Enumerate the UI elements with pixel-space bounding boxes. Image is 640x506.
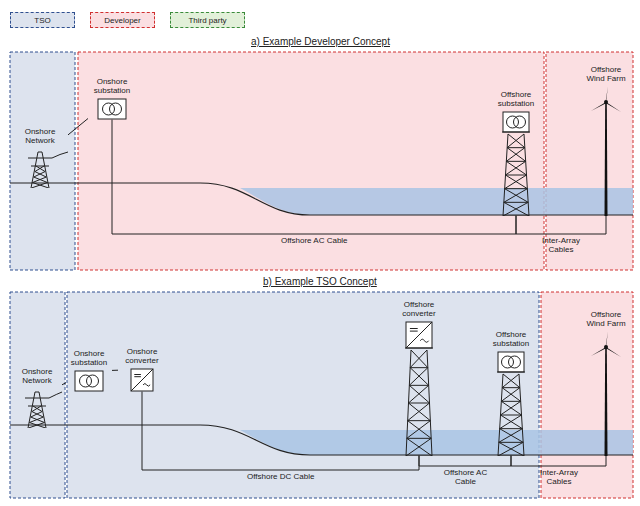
developer-region — [541, 292, 633, 498]
sub-symbol — [88, 98, 136, 120]
cable-line — [62, 383, 66, 385]
node-label: Offshore substation — [490, 91, 542, 111]
tconv-symbol — [392, 321, 446, 456]
sea — [240, 188, 633, 215]
node-label: Onshore Network — [12, 368, 62, 388]
equipment-node: Offshore substation — [490, 91, 542, 216]
node-label: Offshore converter — [392, 301, 446, 321]
section-title: a) Example Developer Concept — [251, 36, 390, 47]
equipment-node: Onshore Network — [12, 368, 62, 428]
equipment-node: Offshore substation — [486, 331, 536, 456]
equipment-node: Onshore substation — [88, 78, 136, 120]
cable-label: Offshore DC Cable — [247, 473, 314, 482]
cable-line — [112, 120, 516, 234]
cable-label: Offshore AC Cable — [281, 237, 348, 246]
legend-swatch: TSO — [10, 12, 75, 28]
cable-line — [68, 119, 88, 135]
equipment-node: Onshore Network — [12, 128, 68, 188]
pylon-symbol — [12, 388, 62, 428]
conv-symbol — [118, 368, 166, 392]
node-label: Onshore Network — [12, 128, 68, 148]
equipment-node: Offshore Wind Farm — [580, 66, 632, 216]
turbine-symbol — [580, 86, 632, 216]
legend-text: TSO — [34, 16, 50, 25]
section-title: b) Example TSO Concept — [263, 276, 377, 287]
sub-symbol — [66, 370, 112, 392]
cable-label: Inter-Array Cables — [532, 237, 590, 255]
equipment-node: Offshore Wind Farm — [580, 311, 632, 456]
tsub-symbol — [490, 111, 542, 216]
node-label: Onshore substation — [88, 78, 136, 98]
ground-line — [10, 183, 633, 215]
node-label: Offshore Wind Farm — [580, 66, 632, 86]
equipment-node: Onshore converter — [118, 348, 166, 392]
legend-swatch: Third party — [170, 12, 245, 28]
cable-label: Inter-Array Cables — [530, 469, 588, 487]
tso-region — [10, 52, 75, 270]
turbine-symbol — [580, 331, 632, 456]
pylon-symbol — [12, 148, 68, 188]
legend-text: Third party — [188, 16, 226, 25]
developer-region — [78, 52, 544, 270]
cable-line — [419, 456, 511, 466]
equipment-node: Offshore converter — [392, 301, 446, 456]
cable-label: Offshore AC Cable — [438, 469, 493, 487]
equipment-node: Onshore substation — [66, 350, 112, 392]
tsub-symbol — [486, 351, 536, 456]
node-label: Onshore converter — [118, 348, 166, 368]
node-label: Offshore Wind Farm — [580, 311, 632, 331]
legend-text: Developer — [104, 16, 140, 25]
sea — [240, 430, 633, 455]
tso-region — [10, 292, 65, 498]
node-label: Onshore substation — [66, 350, 112, 370]
ground-line — [10, 425, 633, 455]
legend-swatch: Developer — [90, 12, 155, 28]
cable-line — [112, 370, 118, 371]
tso-region — [67, 292, 539, 498]
cable-line — [516, 216, 606, 234]
cable-line — [511, 456, 606, 466]
cable-line — [142, 392, 419, 470]
node-label: Offshore substation — [486, 331, 536, 351]
